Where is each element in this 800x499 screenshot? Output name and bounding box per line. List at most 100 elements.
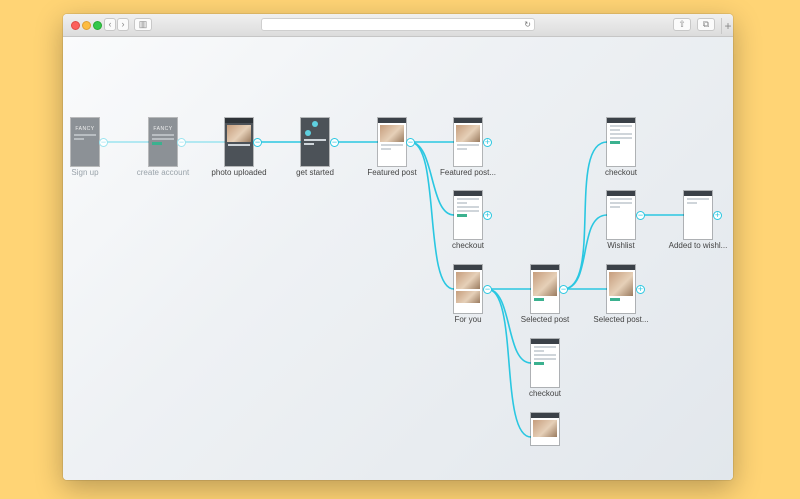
thumb-button <box>610 298 620 301</box>
thumb-header <box>454 265 482 270</box>
link-selected-checkout <box>562 141 608 290</box>
link-featured-checkout <box>409 141 455 216</box>
browser-toolbar: ‹ › ▥ ↻ ⇧ ⧉ + <box>63 14 733 37</box>
screen-label: For you <box>454 315 482 324</box>
screen-thumbnail-create-account[interactable]: FANCY <box>149 118 177 166</box>
screen-thumbnail-featured-post-2[interactable] <box>454 118 482 166</box>
thumb-line <box>457 148 467 150</box>
thumb-line <box>610 137 632 139</box>
new-tab-button[interactable]: + <box>721 18 733 34</box>
thumb-line <box>304 139 326 141</box>
link-foryou-checkout <box>486 288 532 364</box>
back-icon: ‹ <box>108 19 112 29</box>
thumb-line <box>152 138 174 140</box>
screen-thumbnail-bottom[interactable] <box>531 413 559 445</box>
reload-icon[interactable]: ↻ <box>524 20 531 29</box>
collapse-node[interactable]: − <box>406 138 415 147</box>
screen-label: Selected post... <box>593 315 649 324</box>
thumb-line <box>534 358 556 360</box>
minus-icon: − <box>484 284 491 294</box>
thumb-header <box>684 191 712 196</box>
thumb-button <box>457 214 467 217</box>
minus-icon: − <box>637 210 644 220</box>
expand-node[interactable]: + <box>483 211 492 220</box>
collapse-node[interactable]: − <box>253 138 262 147</box>
thumb-line <box>152 134 174 136</box>
screen-thumbnail-featured-post[interactable] <box>378 118 406 166</box>
close-window-button[interactable] <box>71 21 80 30</box>
collapse-node[interactable]: − <box>99 138 108 147</box>
thumb-line <box>74 138 84 140</box>
screen-label: get started <box>296 168 334 177</box>
sidebar-button[interactable]: ▥ <box>134 18 152 31</box>
thumb-line <box>534 354 556 356</box>
screen-thumbnail-selected-post-2[interactable] <box>607 265 635 313</box>
screen-label: Featured post <box>367 168 417 177</box>
thumb-button <box>610 141 620 144</box>
thumb-photo <box>456 125 480 142</box>
link-selected-wishlist <box>562 214 608 290</box>
thumb-button <box>534 362 544 365</box>
flow-connections <box>103 141 684 438</box>
thumb-header <box>607 265 635 270</box>
screen-thumbnail-checkout-top[interactable] <box>607 118 635 166</box>
screen-thumbnail-selected-post[interactable] <box>531 265 559 313</box>
forward-button[interactable]: › <box>117 18 129 31</box>
plus-icon: + <box>484 210 491 220</box>
screen-thumbnail-get-started[interactable] <box>301 118 329 166</box>
expand-node[interactable]: + <box>636 285 645 294</box>
thumb-line <box>610 129 620 131</box>
screen-label: Featured post... <box>439 168 497 177</box>
thumb-photo <box>380 125 404 142</box>
thumb-line <box>610 206 620 208</box>
collapse-node[interactable]: − <box>636 211 645 220</box>
screen-thumbnail-signup[interactable]: FANCY <box>71 118 99 166</box>
thumb-header <box>607 191 635 196</box>
tabs-icon: ⧉ <box>702 19 710 29</box>
thumb-line <box>457 202 467 204</box>
thumb-line <box>610 198 632 200</box>
thumb-photo <box>456 272 480 289</box>
screen-thumbnail-for-you[interactable] <box>454 265 482 313</box>
thumb-photo <box>456 291 480 303</box>
minimize-window-button[interactable] <box>82 21 91 30</box>
collapse-node[interactable]: − <box>177 138 186 147</box>
screen-thumbnail-photo-uploaded[interactable] <box>225 118 253 166</box>
thumb-line <box>381 148 391 150</box>
thumb-bubble <box>312 121 318 127</box>
thumb-bubble <box>305 130 311 136</box>
thumb-line <box>74 134 96 136</box>
tabs-button[interactable]: ⧉ <box>697 18 715 31</box>
thumb-photo <box>533 272 557 296</box>
share-icon: ⇧ <box>678 19 686 29</box>
thumb-line <box>610 125 632 127</box>
collapse-node[interactable]: − <box>483 285 492 294</box>
flow-canvas[interactable]: FANCY Sign up − FANCY create account − p… <box>63 37 733 480</box>
thumb-line <box>687 198 709 200</box>
screen-label: Sign up <box>71 168 99 177</box>
screen-thumbnail-checkout-b[interactable] <box>531 339 559 387</box>
thumb-photo <box>533 420 557 437</box>
thumb-header <box>607 118 635 123</box>
screen-thumbnail-checkout-a[interactable] <box>454 191 482 239</box>
thumb-button <box>152 142 162 145</box>
collapse-node[interactable]: − <box>330 138 339 147</box>
minus-icon: − <box>178 137 185 147</box>
thumb-header <box>225 118 253 123</box>
screen-thumbnail-wishlist[interactable] <box>607 191 635 239</box>
collapse-node[interactable]: − <box>559 285 568 294</box>
address-bar[interactable]: ↻ <box>261 18 535 31</box>
thumb-button <box>534 298 544 301</box>
thumb-line <box>687 202 697 204</box>
expand-node[interactable]: + <box>713 211 722 220</box>
screen-label: Added to wishl... <box>668 241 728 250</box>
zoom-window-button[interactable] <box>93 21 102 30</box>
thumb-photo <box>227 125 251 142</box>
thumb-header <box>531 413 559 418</box>
minus-icon: − <box>331 137 338 147</box>
screen-thumbnail-added-to-wishlist[interactable] <box>684 191 712 239</box>
thumb-header <box>378 118 406 123</box>
expand-node[interactable]: + <box>483 138 492 147</box>
back-button[interactable]: ‹ <box>104 18 116 31</box>
share-button[interactable]: ⇧ <box>673 18 691 31</box>
